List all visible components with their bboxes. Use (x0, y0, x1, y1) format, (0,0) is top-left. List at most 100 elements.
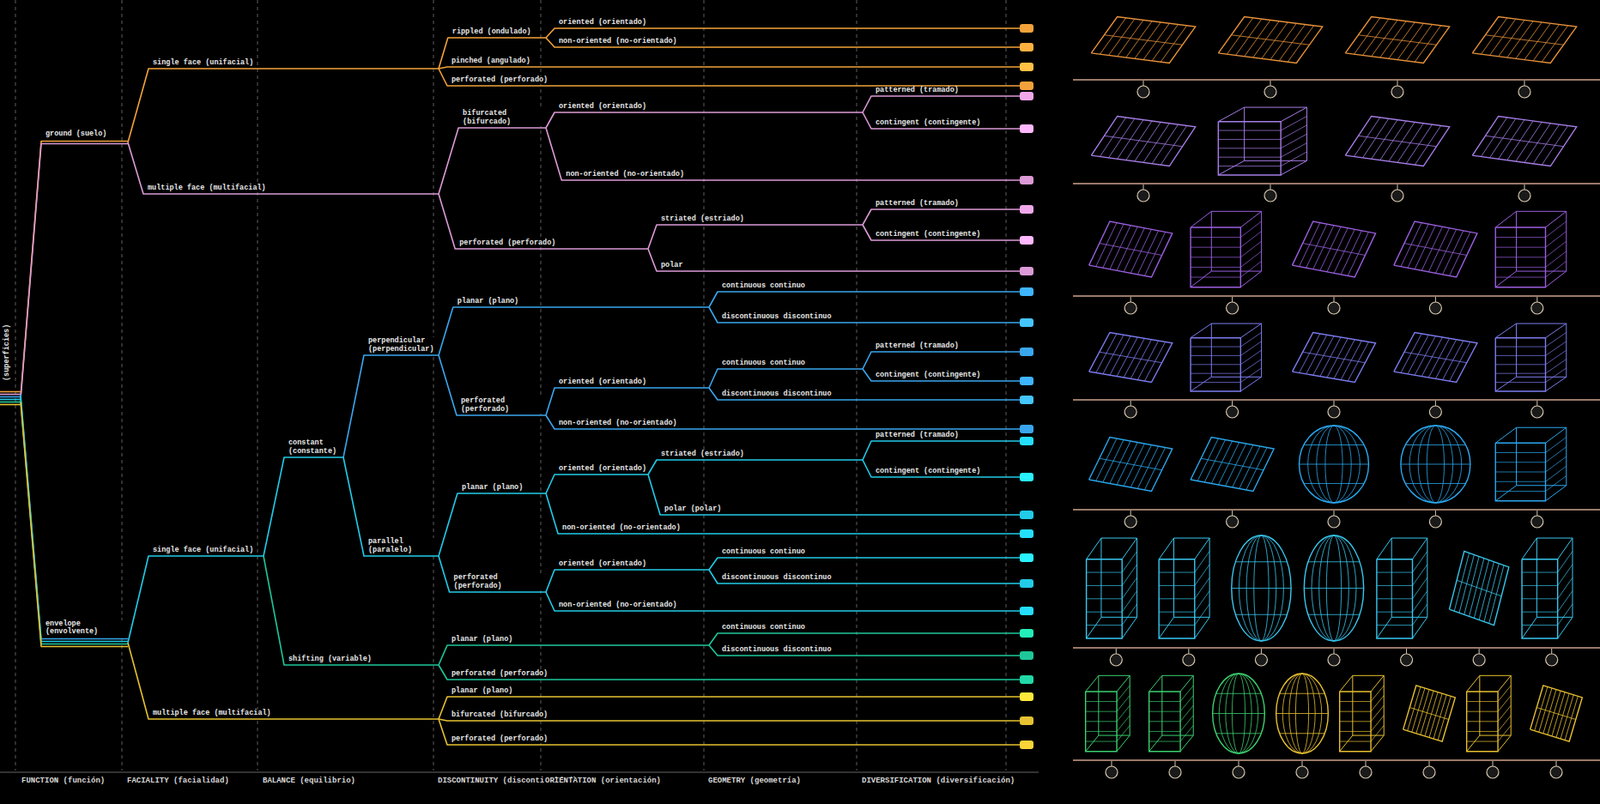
branch-line (343, 457, 439, 557)
box-floor (1339, 696, 1385, 713)
callout-circle (1226, 406, 1239, 419)
column-header: FUNCTION (función) (20, 777, 106, 787)
box-floor (1085, 715, 1131, 733)
callout-stem (1524, 183, 1526, 190)
slab-hatch (1303, 351, 1366, 363)
box-edge (1194, 538, 1210, 560)
terminal (1019, 740, 1034, 750)
slab-hatch (1303, 243, 1366, 256)
column-header: FACIALITY (facialidad) (126, 777, 231, 787)
box-floor (1190, 332, 1262, 347)
box-edge (1412, 617, 1428, 639)
box-floor (1190, 221, 1262, 238)
row-rule (1072, 295, 1600, 297)
box-edge (1545, 211, 1567, 228)
box-edge (1545, 427, 1567, 443)
specimen-panel (1072, 17, 1600, 779)
shell-rib (1308, 425, 1361, 504)
box-floor (1158, 551, 1210, 573)
branch-label: multiple face (multifacial) (151, 709, 273, 718)
shell-outline (1231, 535, 1291, 642)
shell-ring (1235, 561, 1287, 563)
branch-label: oriented (orientado) (557, 560, 648, 569)
callout-stem (1302, 760, 1304, 767)
branch-label: perforated (perforado) (453, 574, 546, 591)
box-floor (1495, 241, 1567, 258)
box-floor (1495, 332, 1567, 347)
box-floor (1495, 359, 1567, 375)
box-edge (1149, 675, 1163, 692)
slab-outline (1472, 17, 1576, 64)
box-floor (1521, 551, 1573, 573)
terminal (1019, 24, 1034, 33)
box-floor (1086, 564, 1138, 587)
specimen-drawing (1472, 17, 1576, 64)
column-divider (257, 0, 259, 771)
specimen-drawing (1345, 115, 1449, 166)
specimen-drawing (1303, 535, 1364, 642)
slab-hatch (1099, 458, 1163, 471)
box-edge (1466, 675, 1480, 692)
branch-line (263, 556, 439, 666)
slab-outline (1291, 332, 1376, 382)
trunk-line (0, 396, 21, 399)
callout-circle (1109, 654, 1122, 667)
slab-hatch (1099, 243, 1163, 256)
box-back (1352, 675, 1384, 736)
box-edge (1085, 675, 1099, 692)
box-edge (1497, 735, 1511, 752)
box-floor (1085, 685, 1131, 703)
shell-ring (1400, 464, 1471, 466)
branch-line (709, 633, 1020, 646)
callout-stem (1270, 183, 1272, 190)
terminal (1019, 287, 1034, 297)
column-divider (703, 0, 705, 771)
box-edge (1240, 376, 1261, 392)
box-back (1536, 538, 1573, 618)
terminal (1019, 629, 1034, 638)
branch-line (709, 569, 1020, 584)
branch-line (20, 402, 128, 648)
box-back (1244, 107, 1308, 161)
box-floor (1149, 715, 1194, 733)
callout-circle (1429, 302, 1442, 315)
box-floor (1495, 437, 1567, 454)
box-floor (1339, 705, 1385, 722)
callout-circle (1327, 302, 1340, 315)
box-back (1479, 675, 1511, 736)
terminal (1019, 553, 1034, 563)
terminal (1019, 510, 1034, 520)
shell-ring (1299, 464, 1370, 466)
baseline (0, 772, 1039, 774)
specimen-drawing (1400, 425, 1471, 504)
callout-stem (1429, 760, 1431, 767)
specimen-drawing (1530, 685, 1583, 742)
box-edge (1194, 617, 1210, 639)
branch-line (862, 369, 1020, 382)
branch-line (709, 387, 1020, 400)
branch-label: contingent (contingente) (874, 230, 982, 239)
terminal (1019, 62, 1034, 72)
box-floor (1158, 577, 1210, 600)
box-floor (1495, 350, 1567, 365)
box-floor (1086, 551, 1138, 573)
box-floor (1085, 696, 1131, 713)
slab-hatch (1409, 708, 1449, 721)
slab-outline (1403, 685, 1456, 742)
box-edge (1240, 323, 1261, 339)
callout-circle (1531, 406, 1544, 419)
shell-outline (1299, 425, 1370, 504)
specimen-drawing (1190, 437, 1274, 492)
branch-label: contingent (contingente) (874, 371, 982, 380)
box-floor (1190, 241, 1262, 258)
callout-circle (1327, 654, 1340, 667)
box-edge (1495, 485, 1516, 502)
branch-label: rippled (ondulado) (451, 28, 533, 37)
branch-line (438, 493, 546, 557)
slab-hatch (1103, 35, 1182, 46)
box-floor (1190, 350, 1262, 365)
box-floor (1149, 685, 1194, 703)
box-floor (1158, 604, 1210, 626)
branch-line (862, 112, 1020, 129)
callout-circle (1518, 189, 1531, 202)
